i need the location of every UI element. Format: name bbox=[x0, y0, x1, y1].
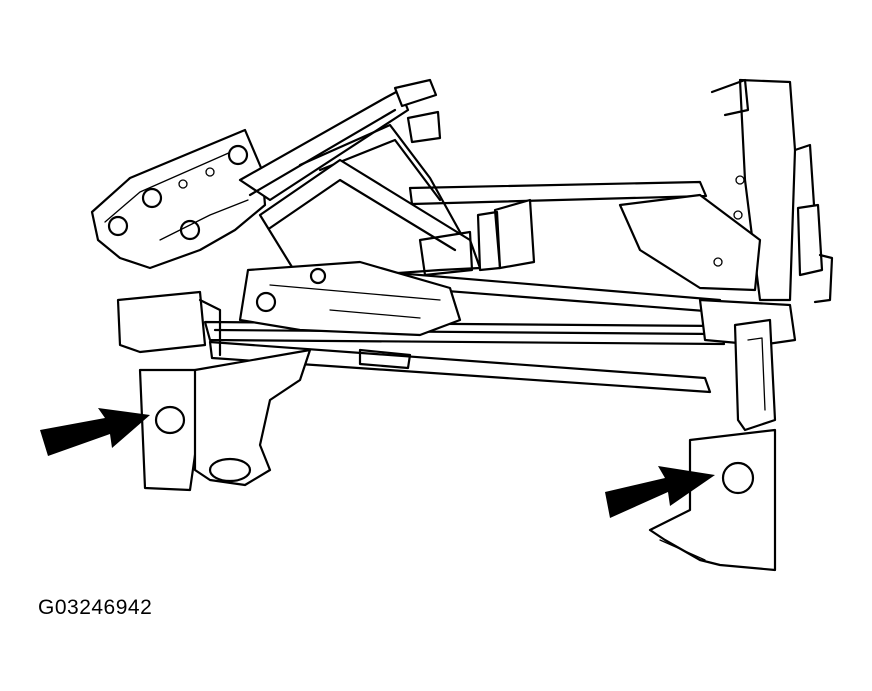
right-foot-bracket bbox=[648, 298, 797, 572]
upper-arms bbox=[238, 78, 482, 282]
arrow-right-mount-hole bbox=[605, 466, 715, 518]
left-foot-bracket bbox=[116, 290, 312, 492]
arrow-left-mount-hole bbox=[40, 408, 150, 456]
center-mechanism bbox=[238, 198, 536, 370]
right-mount-hole bbox=[721, 461, 755, 495]
left-mount-hole bbox=[154, 405, 186, 435]
figure-code: G03246942 bbox=[38, 596, 153, 619]
left-recliner-bracket bbox=[90, 128, 267, 270]
right-recliner-bracket bbox=[618, 78, 834, 304]
cross-tubes bbox=[203, 180, 726, 394]
